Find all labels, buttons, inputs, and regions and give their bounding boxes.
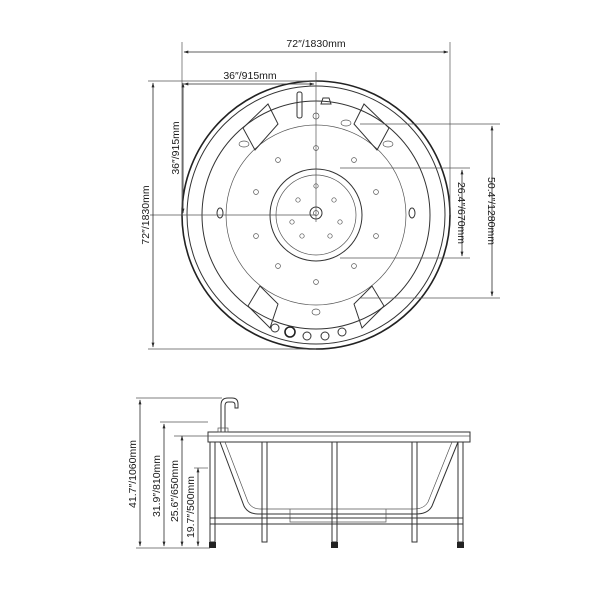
shower-head-icon [320,97,332,105]
jet-bottom [311,308,321,316]
side-faucet [220,397,239,432]
tub-basin-outline [219,441,459,515]
jet-side-right [408,207,416,219]
dim-overall-width: 72″/1830mm [286,38,345,50]
dim-seat-height: 19.7″/500mm [185,476,197,538]
seat-pad-bottom-left [247,285,279,329]
control-knob-4 [320,331,330,341]
top-view: 72″/1830mm 36″/915mm 72″/1830mm 36″/915m… [140,38,500,350]
control-knob-1 [270,323,280,333]
jet-upper-right-2 [340,119,352,127]
side-view: 41.7″/1060mm 31.9″/810mm 25.6″/650mm 19.… [127,397,471,549]
dim-center-seat: 26.4″/670mm [455,182,467,244]
control-knob-3 [302,331,312,341]
tub-rim [207,431,471,443]
dim-rim-height: 31.9″/810mm [151,455,163,517]
dim-total-height: 41.7″/1060mm [127,440,139,508]
dim-half-depth: 36″/915mm [170,121,182,175]
dim-basin-height: 25.6″/650mm [169,460,181,522]
dim-inner-basin: 50.4″/1280mm [485,177,497,245]
jet-upper-right [382,140,394,148]
jet-upper-left [238,140,250,148]
headrest-pad-right [353,103,390,151]
seat-pad-bottom-right [353,285,385,329]
control-knob-5 [337,327,347,337]
frame-feet [209,542,464,548]
control-panel [270,323,347,341]
frame-legs [209,441,464,543]
control-knob-2 [284,326,296,338]
dim-half-width: 36″/915mm [223,70,277,82]
faucet-spout [296,91,303,119]
headrest-pad-left [242,103,279,151]
dim-overall-depth: 72″/1830mm [140,185,152,244]
jet-side-left [216,207,224,219]
